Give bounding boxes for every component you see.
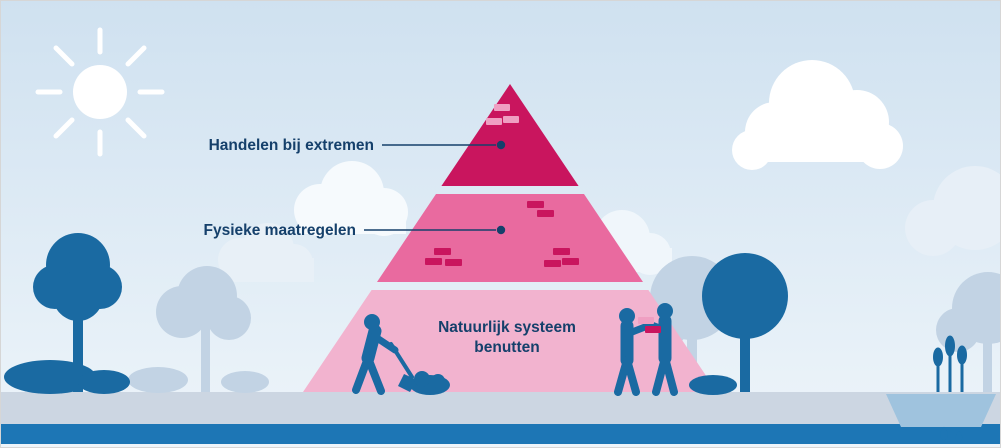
dark-tree-canopy — [702, 253, 788, 339]
brick — [494, 104, 510, 111]
worker-arm — [623, 323, 649, 338]
cloud-puff — [905, 200, 961, 256]
light-tree-trunk — [201, 320, 210, 392]
dark-bush — [689, 375, 737, 395]
footer-band — [0, 424, 1001, 444]
cloud-large-right — [732, 60, 903, 170]
background-trees-left — [128, 266, 269, 393]
sun-ray — [53, 45, 75, 67]
foreground-tree-left — [4, 233, 130, 394]
sun-ray — [125, 117, 147, 139]
water-basin — [886, 394, 996, 427]
cattail-head — [933, 347, 943, 367]
cloud-base — [226, 258, 314, 282]
dirt-mound — [414, 371, 430, 387]
dark-tree-trunk — [740, 332, 750, 392]
light-tree-canopy — [936, 308, 980, 352]
bricks-tier-middle — [425, 201, 579, 267]
carried-bricks — [638, 317, 661, 333]
sun-ray — [53, 117, 75, 139]
light-tree-canopy — [207, 296, 251, 340]
bottom-label-line-2: benutten — [474, 339, 539, 356]
foreground-tree-right — [689, 253, 788, 395]
label-fysieke-maatregelen: Fysieke maatregelen — [203, 222, 356, 239]
worker-digging — [352, 314, 450, 395]
cattails — [933, 335, 967, 392]
dark-tree-canopy — [53, 271, 103, 321]
pyramid-tier-top — [441, 84, 579, 186]
sun-disc — [73, 65, 127, 119]
worker-leg — [364, 354, 385, 395]
brick — [645, 326, 661, 333]
dark-tree-trunk — [73, 298, 83, 392]
light-tree-trunk — [983, 338, 992, 392]
ground-band — [0, 392, 1001, 424]
bricks-tier-top — [486, 104, 519, 125]
callout-middle-tier: Fysieke maatregelen — [203, 222, 506, 239]
worker-head — [657, 303, 673, 319]
brick — [527, 201, 544, 208]
dark-bush — [78, 370, 130, 394]
brick — [425, 258, 442, 265]
label-natuurlijk-systeem-benutten: Natuurlijk systeem benutten — [438, 319, 576, 356]
worker-leg — [623, 356, 640, 396]
callout-top-tier: Handelen bij extremen — [209, 137, 506, 154]
callout-dot — [496, 140, 506, 150]
brick — [486, 118, 502, 125]
brick — [562, 258, 579, 265]
water-drops — [940, 426, 963, 444]
dirt-mound — [431, 374, 445, 388]
cloud-left-low — [218, 223, 314, 282]
label-handelen-bij-extremen: Handelen bij extremen — [209, 137, 374, 154]
brick — [553, 248, 570, 255]
drop-icon — [940, 426, 948, 442]
cattail-head — [945, 335, 955, 357]
cloud-base — [748, 128, 886, 162]
callout-dot — [496, 225, 506, 235]
worker-head — [619, 308, 635, 324]
brick — [445, 259, 462, 266]
bottom-label-line-1: Natuurlijk systeem — [438, 319, 576, 336]
drop-icon — [955, 430, 963, 444]
cloud-far-right — [905, 166, 1001, 256]
brick — [638, 317, 654, 324]
light-bush — [128, 367, 188, 393]
sun-icon — [35, 27, 165, 157]
shovel-handle — [389, 342, 414, 379]
worker-leg — [661, 354, 678, 396]
brick — [537, 210, 554, 217]
brick — [544, 260, 561, 267]
brick — [434, 248, 451, 255]
dark-bush — [4, 360, 96, 394]
brick — [503, 116, 519, 123]
cattail-head — [957, 345, 967, 365]
light-bush — [221, 371, 269, 393]
sun-ray — [125, 45, 147, 67]
